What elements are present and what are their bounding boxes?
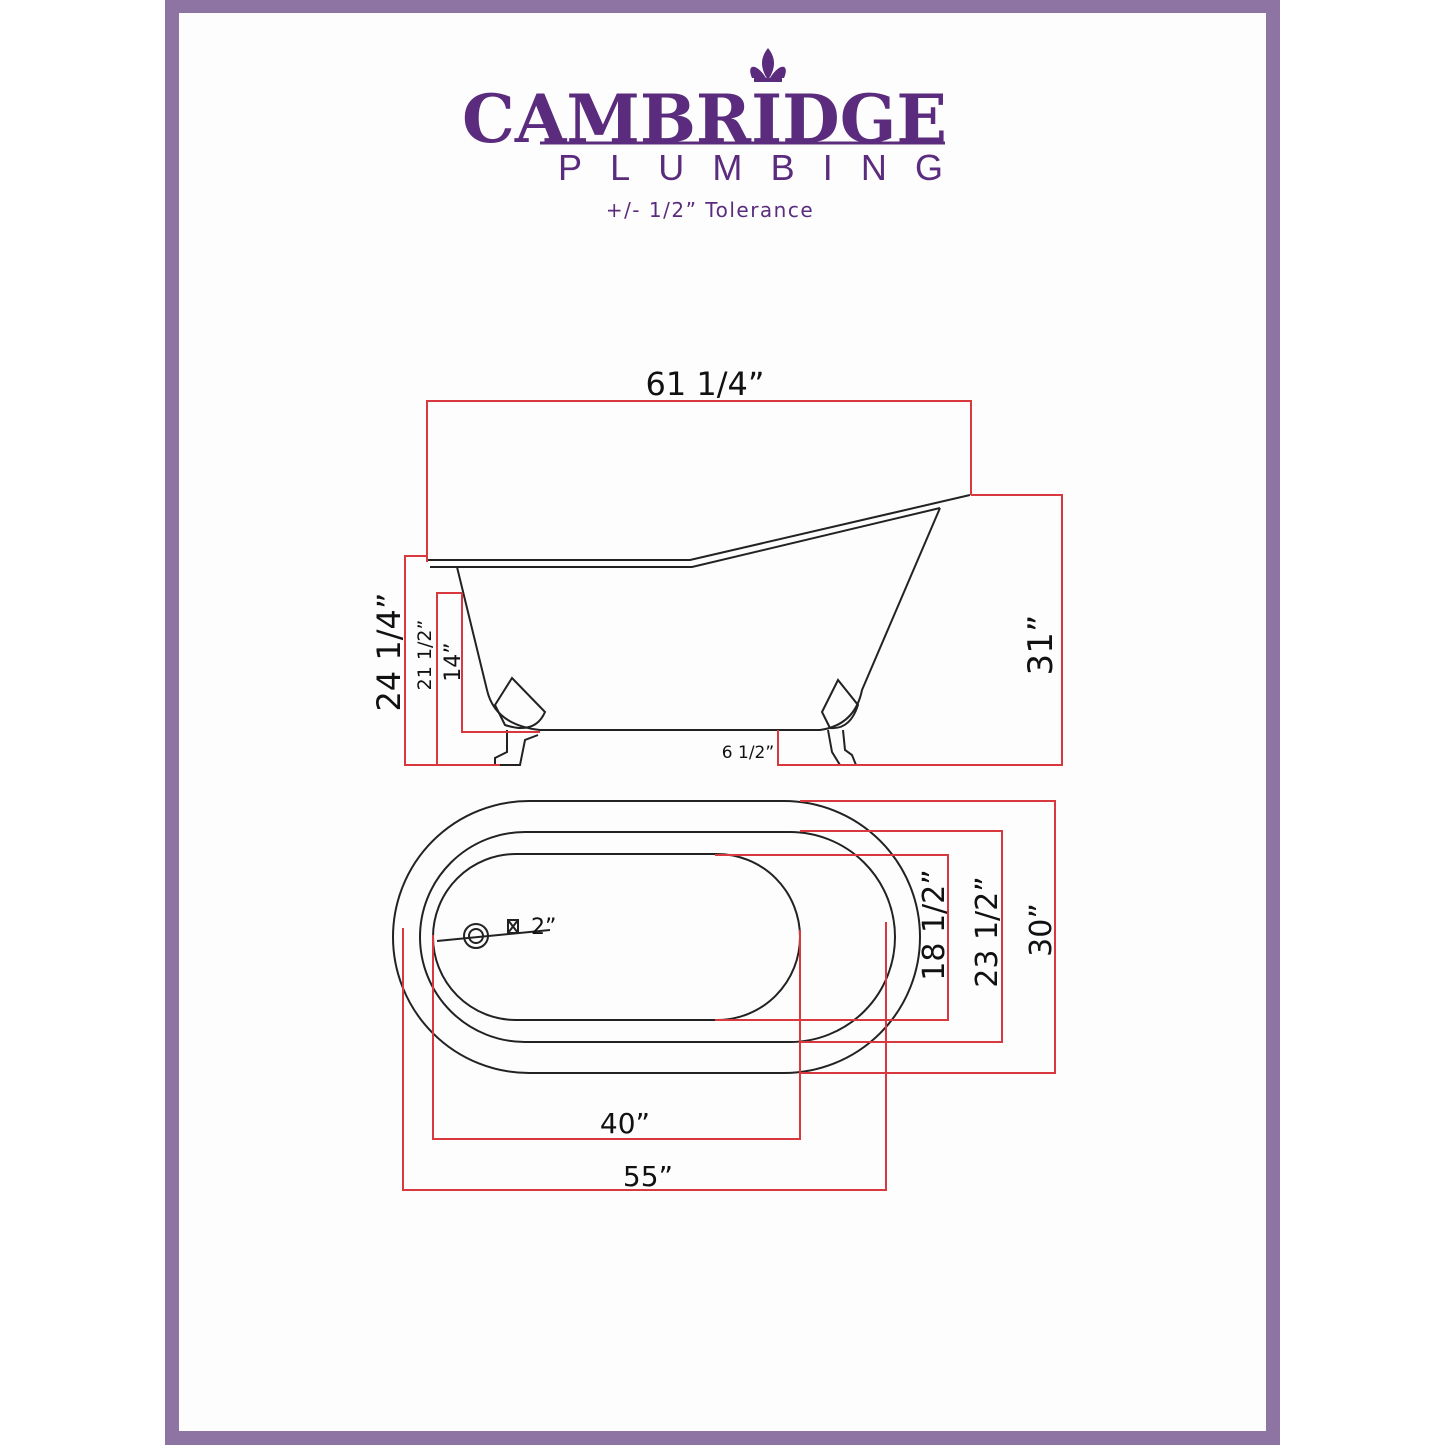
label-drain-size: 2” xyxy=(531,915,556,940)
label-inner-height: 21 1/2” xyxy=(414,620,436,691)
label-rim-height: 24 1/4” xyxy=(370,593,408,712)
dim-interior-width xyxy=(715,854,949,1021)
label-interior-width: 18 1/2” xyxy=(917,869,952,981)
label-overall-length: 61 1/4” xyxy=(646,365,765,403)
logo-name-top: CAMBRIDGE xyxy=(462,80,947,158)
dim-interior-length xyxy=(432,930,801,1140)
dim-interior-depth xyxy=(461,593,540,733)
dim-inner-length xyxy=(402,922,887,1191)
label-foot-offset: 6 1/2” xyxy=(722,743,774,763)
label-back-height: 31” xyxy=(1021,615,1061,676)
fleur-de-lis-icon xyxy=(750,48,786,82)
dim-rim-height xyxy=(404,555,500,766)
tolerance-note: +/- 1/2” Tolerance xyxy=(606,198,814,222)
page-frame xyxy=(165,0,1280,1445)
dim-inner-rim-width xyxy=(800,830,1003,1043)
label-overall-width: 30” xyxy=(1024,903,1059,957)
dim-back-height xyxy=(777,494,1063,766)
side-view-tub xyxy=(427,494,971,766)
drain-icon xyxy=(436,919,551,949)
dim-inner-height xyxy=(436,592,462,765)
dim-overall-length xyxy=(426,400,972,562)
label-interior-depth: 14” xyxy=(441,642,466,681)
label-inner-rim-width: 23 1/2” xyxy=(970,876,1005,988)
dim-overall-width xyxy=(800,800,1056,1074)
label-interior-length: 40” xyxy=(600,1107,650,1140)
label-inner-length: 55” xyxy=(623,1160,673,1193)
